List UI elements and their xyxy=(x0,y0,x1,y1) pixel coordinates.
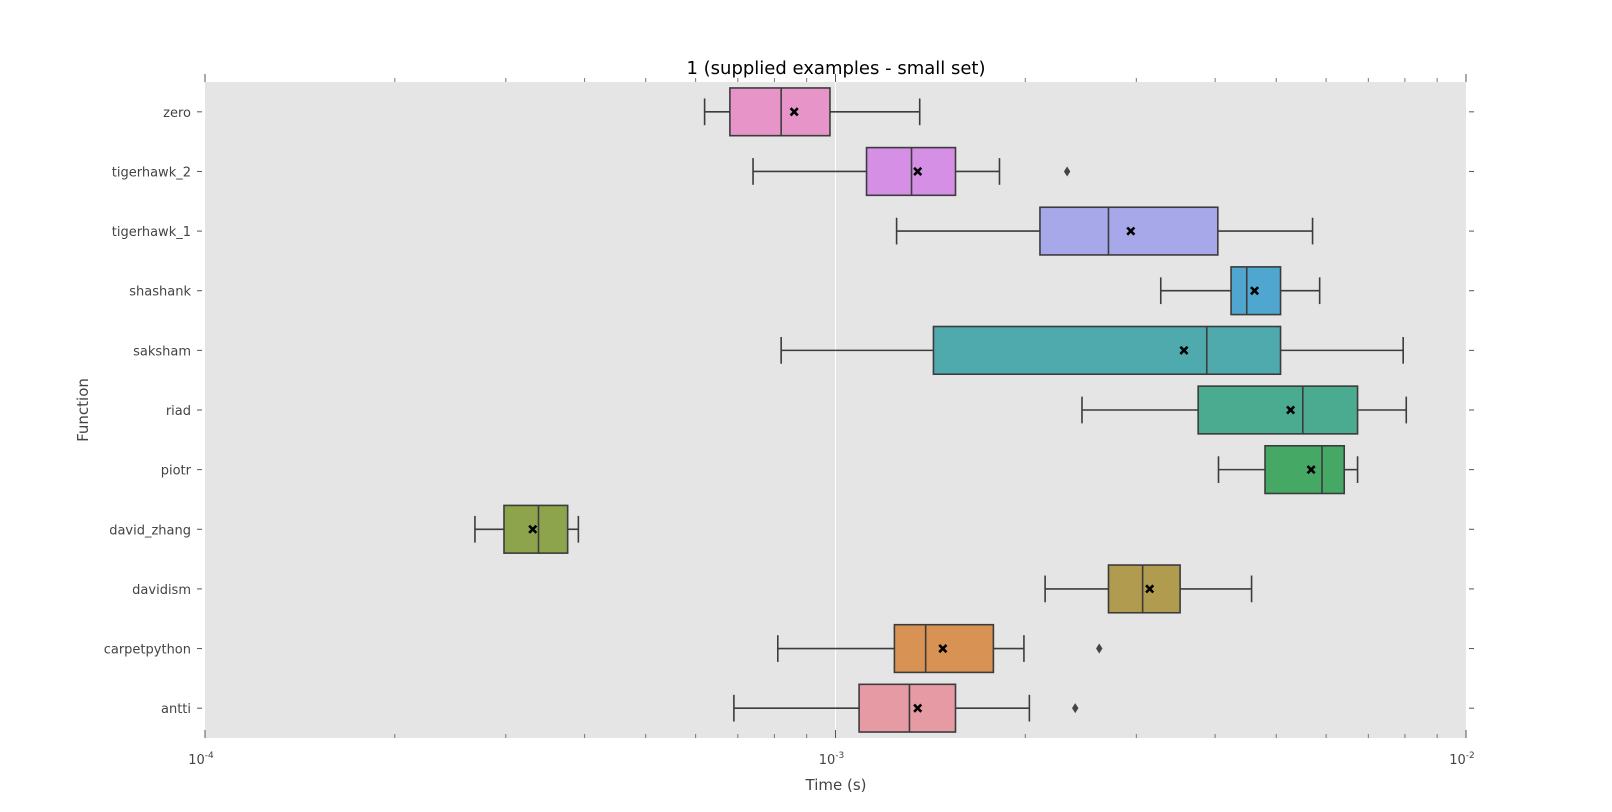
box-iqr xyxy=(1264,444,1346,495)
x-tick-label-base: 10 xyxy=(819,753,836,768)
x-tick-label-base: 10 xyxy=(1449,753,1466,768)
outlier-point xyxy=(1072,703,1079,714)
box-piotr xyxy=(1217,444,1359,495)
x-axis-label: Time (s) xyxy=(805,776,867,794)
box-tigerhawk-1 xyxy=(895,206,1314,256)
y-tick-label: antti xyxy=(161,702,191,717)
y-tick-label: david_zhang xyxy=(109,523,191,538)
mean-marker xyxy=(1145,584,1155,594)
tick-marks xyxy=(197,74,1474,738)
box-riad xyxy=(1081,385,1408,435)
box-iqr xyxy=(858,683,957,733)
mean-marker xyxy=(528,524,538,534)
box-saksham xyxy=(780,325,1404,376)
mean-marker xyxy=(1126,226,1136,236)
box-iqr xyxy=(932,325,1282,376)
outlier-point xyxy=(1096,643,1103,654)
y-tick-label: tigerhawk_1 xyxy=(112,225,191,240)
mean-marker xyxy=(938,644,948,654)
x-tick-label: 10-4 xyxy=(188,751,214,768)
mean-marker xyxy=(1306,465,1316,475)
box-tigerhawk-2 xyxy=(752,146,1071,197)
y-tick-label: davidism xyxy=(132,583,191,598)
y-tick-label: saksham xyxy=(133,344,191,359)
mean-marker xyxy=(913,166,923,176)
box-iqr xyxy=(729,87,831,137)
mean-marker xyxy=(789,107,799,117)
y-tick-label: shashank xyxy=(129,285,191,300)
y-tick-label: carpetpython xyxy=(104,643,191,658)
x-tick-label: 10-2 xyxy=(1449,751,1475,768)
y-axis-label: Function xyxy=(74,378,92,442)
outlier-point xyxy=(1063,166,1071,177)
box-shashank xyxy=(1159,266,1321,316)
mean-marker xyxy=(1286,405,1296,415)
box-carpetpython xyxy=(776,623,1103,674)
x-tick-label-base: 10 xyxy=(188,753,205,768)
box-iqr xyxy=(1107,564,1181,614)
x-tick-label-exponent: -3 xyxy=(835,751,844,761)
mean-marker xyxy=(913,703,923,713)
y-tick-label: riad xyxy=(166,404,191,419)
y-tick-label: piotr xyxy=(161,464,192,479)
box-layer xyxy=(474,87,1408,733)
x-tick-label: 10-3 xyxy=(819,751,845,768)
mean-marker xyxy=(1250,286,1260,296)
box-iqr xyxy=(1039,206,1219,256)
mean-marker xyxy=(1179,345,1189,355)
box-iqr xyxy=(503,504,569,554)
chart-title: 1 (supplied examples - small set) xyxy=(686,58,985,79)
box-zero xyxy=(703,87,921,137)
x-tick-label-exponent: -2 xyxy=(1466,751,1475,761)
box-davidism xyxy=(1044,564,1253,614)
box-iqr xyxy=(1197,385,1359,435)
box-david-zhang xyxy=(474,504,580,554)
box-antti xyxy=(733,683,1079,733)
y-tick-label: tigerhawk_2 xyxy=(112,165,191,180)
x-tick-label-exponent: -4 xyxy=(205,751,214,761)
y-tick-label: zero xyxy=(163,106,191,121)
